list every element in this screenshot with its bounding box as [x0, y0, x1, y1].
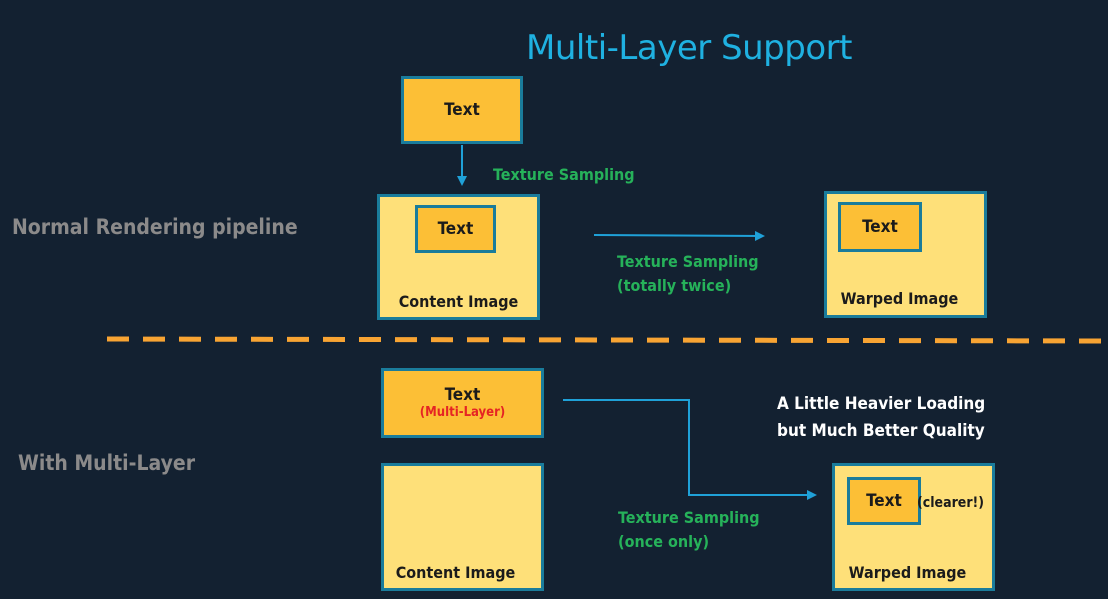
content-image-text-box: Text	[415, 205, 496, 253]
content-image-caption-bottom: Content Image	[395, 563, 516, 582]
content-image-box-bottom: Content Image	[381, 463, 544, 591]
warped-image-caption: Warped Image	[840, 289, 959, 308]
quality-note: A Little Heavier Loading but Much Better…	[777, 391, 985, 445]
content-image-text-label: Text	[437, 219, 474, 239]
text-box: Text	[401, 76, 523, 144]
warped-image-text-box: Text	[838, 202, 922, 252]
warped-image-caption-bottom: Warped Image	[848, 563, 967, 582]
texture-sampling-twice-label: Texture Sampling (totally twice)	[617, 250, 759, 298]
arrow-multilayer-to-warped	[563, 399, 817, 500]
warped-image-text-box-bottom: Text	[847, 477, 921, 525]
clearer-label: (clearer!)	[917, 495, 985, 511]
quality-note-line2: but Much Better Quality	[777, 421, 985, 441]
warped-image-box: Text Warped Image	[824, 191, 987, 318]
arrow-content-to-warped	[593, 230, 765, 241]
texture-sampling-label: Texture Sampling	[493, 165, 635, 184]
quality-note-line1: A Little Heavier Loading	[777, 394, 986, 414]
warped-image-text-label-bottom: Text	[866, 491, 902, 511]
slide-title: Multi-Layer Support	[526, 28, 852, 68]
texture-sampling-once-line1: Texture Sampling	[618, 508, 760, 527]
multilayer-text-label: Text	[444, 385, 481, 405]
content-image-box: Text Content Image	[377, 194, 540, 320]
text-box-label: Text	[444, 100, 480, 120]
texture-sampling-twice-line1: Texture Sampling	[617, 252, 759, 271]
section-label-multilayer: With Multi-Layer	[18, 451, 196, 475]
warped-image-text-label: Text	[862, 217, 898, 237]
texture-sampling-once-line2: (once only)	[618, 532, 710, 551]
multilayer-sub-label: (Multi-Layer)	[419, 405, 506, 420]
texture-sampling-twice-line2: (totally twice)	[617, 276, 732, 295]
multilayer-text-box: Text (Multi-Layer)	[381, 368, 544, 438]
content-image-caption: Content Image	[398, 292, 519, 311]
section-label-normal: Normal Rendering pipeline	[12, 215, 298, 239]
texture-sampling-once-label: Texture Sampling (once only)	[618, 506, 760, 554]
warped-image-box-bottom: Text (clearer!) Warped Image	[832, 463, 995, 591]
divider-line	[106, 336, 1108, 344]
